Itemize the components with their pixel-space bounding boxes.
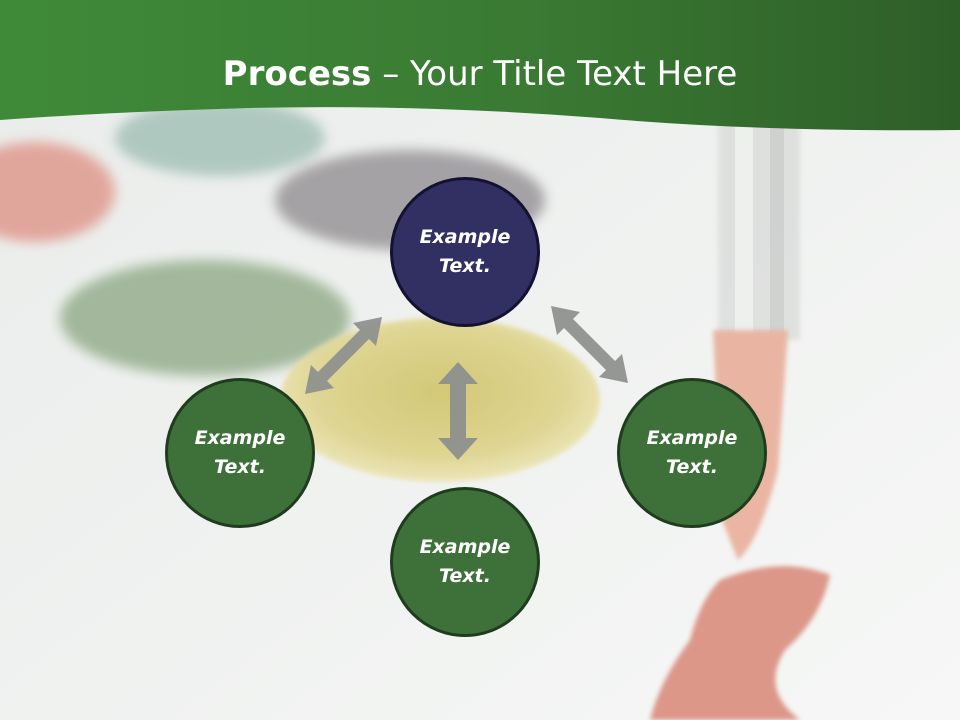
paint-stroke-red bbox=[650, 566, 830, 720]
diagram-node-bottom[interactable]: Example Text. bbox=[390, 487, 540, 637]
node-label: Example Text. bbox=[419, 226, 511, 277]
title-text: Your Title Text Here bbox=[410, 54, 738, 94]
node-label: Example Text. bbox=[646, 427, 738, 478]
paint-dish-red bbox=[0, 142, 115, 242]
paint-dish-green bbox=[60, 260, 350, 376]
diagram-node-right[interactable]: Example Text. bbox=[617, 378, 767, 528]
node-label: Example Text. bbox=[194, 427, 286, 478]
slide-title: Process – Your Title Text Here bbox=[0, 52, 960, 96]
title-band bbox=[0, 0, 960, 131]
paint-brush-icon bbox=[713, 95, 800, 560]
arrow-top-left bbox=[305, 317, 382, 394]
diagram-node-left[interactable]: Example Text. bbox=[165, 378, 315, 528]
title-bold: Process bbox=[222, 54, 372, 94]
arrow-center-vertical bbox=[438, 362, 478, 460]
diagram-node-top[interactable]: Example Text. bbox=[390, 177, 540, 327]
paint-dish-teal bbox=[115, 100, 325, 176]
paint-dish-yellow bbox=[280, 318, 600, 482]
arrow-top-right bbox=[551, 306, 628, 383]
node-label: Example Text. bbox=[419, 536, 511, 587]
title-separator: – bbox=[371, 54, 411, 94]
